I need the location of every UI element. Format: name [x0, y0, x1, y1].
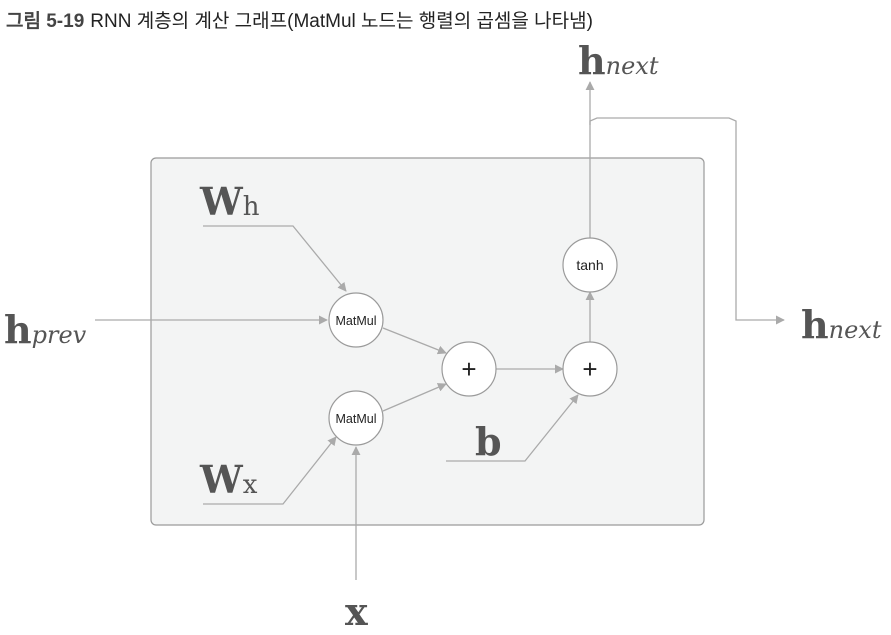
h-next-right-label: hnext — [801, 302, 882, 347]
edge-matmul-top-to-plus — [382, 327, 447, 355]
edge-wh-to-matmul — [203, 225, 347, 292]
plus-right-label: + — [582, 354, 597, 384]
tanh-label: tanh — [576, 257, 603, 273]
add-node-left: + — [441, 341, 497, 397]
matmul-bottom-label: MatMul — [336, 412, 377, 426]
h-next-top-label: hnext — [578, 38, 659, 83]
h-prev-label: hprev — [4, 307, 87, 352]
plus-left-label: + — [461, 354, 476, 384]
edge-branch-to-hnext-right — [589, 117, 785, 325]
b-label: b — [475, 419, 502, 464]
x-label: x — [345, 589, 368, 634]
caption-number: 그림 5-19 — [6, 11, 85, 32]
matmul-node-bottom: MatMul — [328, 390, 384, 446]
matmul-top-label: MatMul — [336, 314, 377, 328]
w-h-label: Wh — [199, 179, 260, 224]
caption-text: RNN 계층의 계산 그래프(MatMul 노드는 행렬의 곱셈을 나타냄) — [90, 11, 593, 32]
tanh-node: tanh — [562, 237, 618, 293]
matmul-node-top: MatMul — [328, 292, 384, 348]
rnn-layer-box — [150, 157, 705, 526]
edge-b-to-plus — [446, 394, 579, 462]
w-x-label: Wx — [199, 457, 258, 502]
add-node-right: + — [562, 341, 618, 397]
edge-wx-to-matmul — [203, 436, 337, 505]
edge-matmul-bottom-to-plus — [382, 383, 447, 412]
